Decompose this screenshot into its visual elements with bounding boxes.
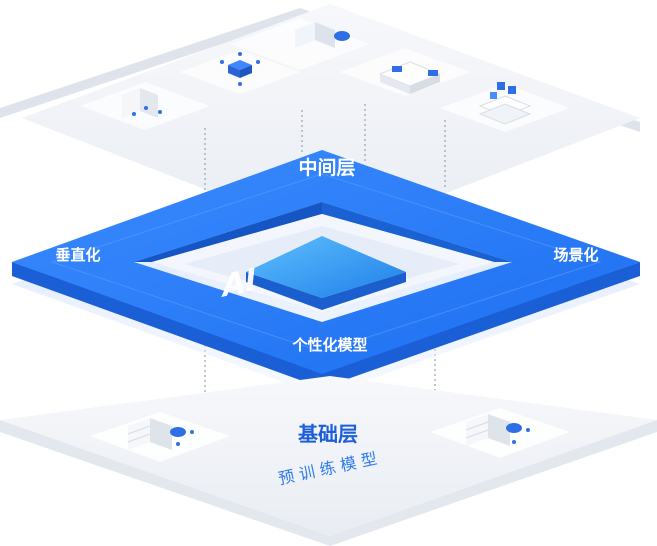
server-icon: [127, 418, 194, 450]
network-stack-icon: [478, 82, 532, 125]
cube-node-icon: [220, 52, 260, 86]
server-icon: [295, 22, 350, 48]
server-icon: [465, 414, 530, 446]
personalized-model-label: 个性化模型: [291, 336, 367, 354]
ai-core-block: AI: [220, 236, 406, 310]
middle-layer-ring: [12, 150, 640, 388]
building-icon: [122, 88, 162, 118]
base-layer-title: 基础层: [298, 422, 358, 446]
scenario-label: 场景化: [553, 246, 598, 264]
middle-layer-title: 中间层: [298, 156, 355, 179]
vertical-label: 垂直化: [55, 246, 100, 264]
top-platform-surface: [22, 4, 640, 238]
storage-box-icon: [378, 61, 442, 94]
ai-core-label: AI: [220, 261, 257, 305]
ring-surface: [12, 150, 640, 374]
